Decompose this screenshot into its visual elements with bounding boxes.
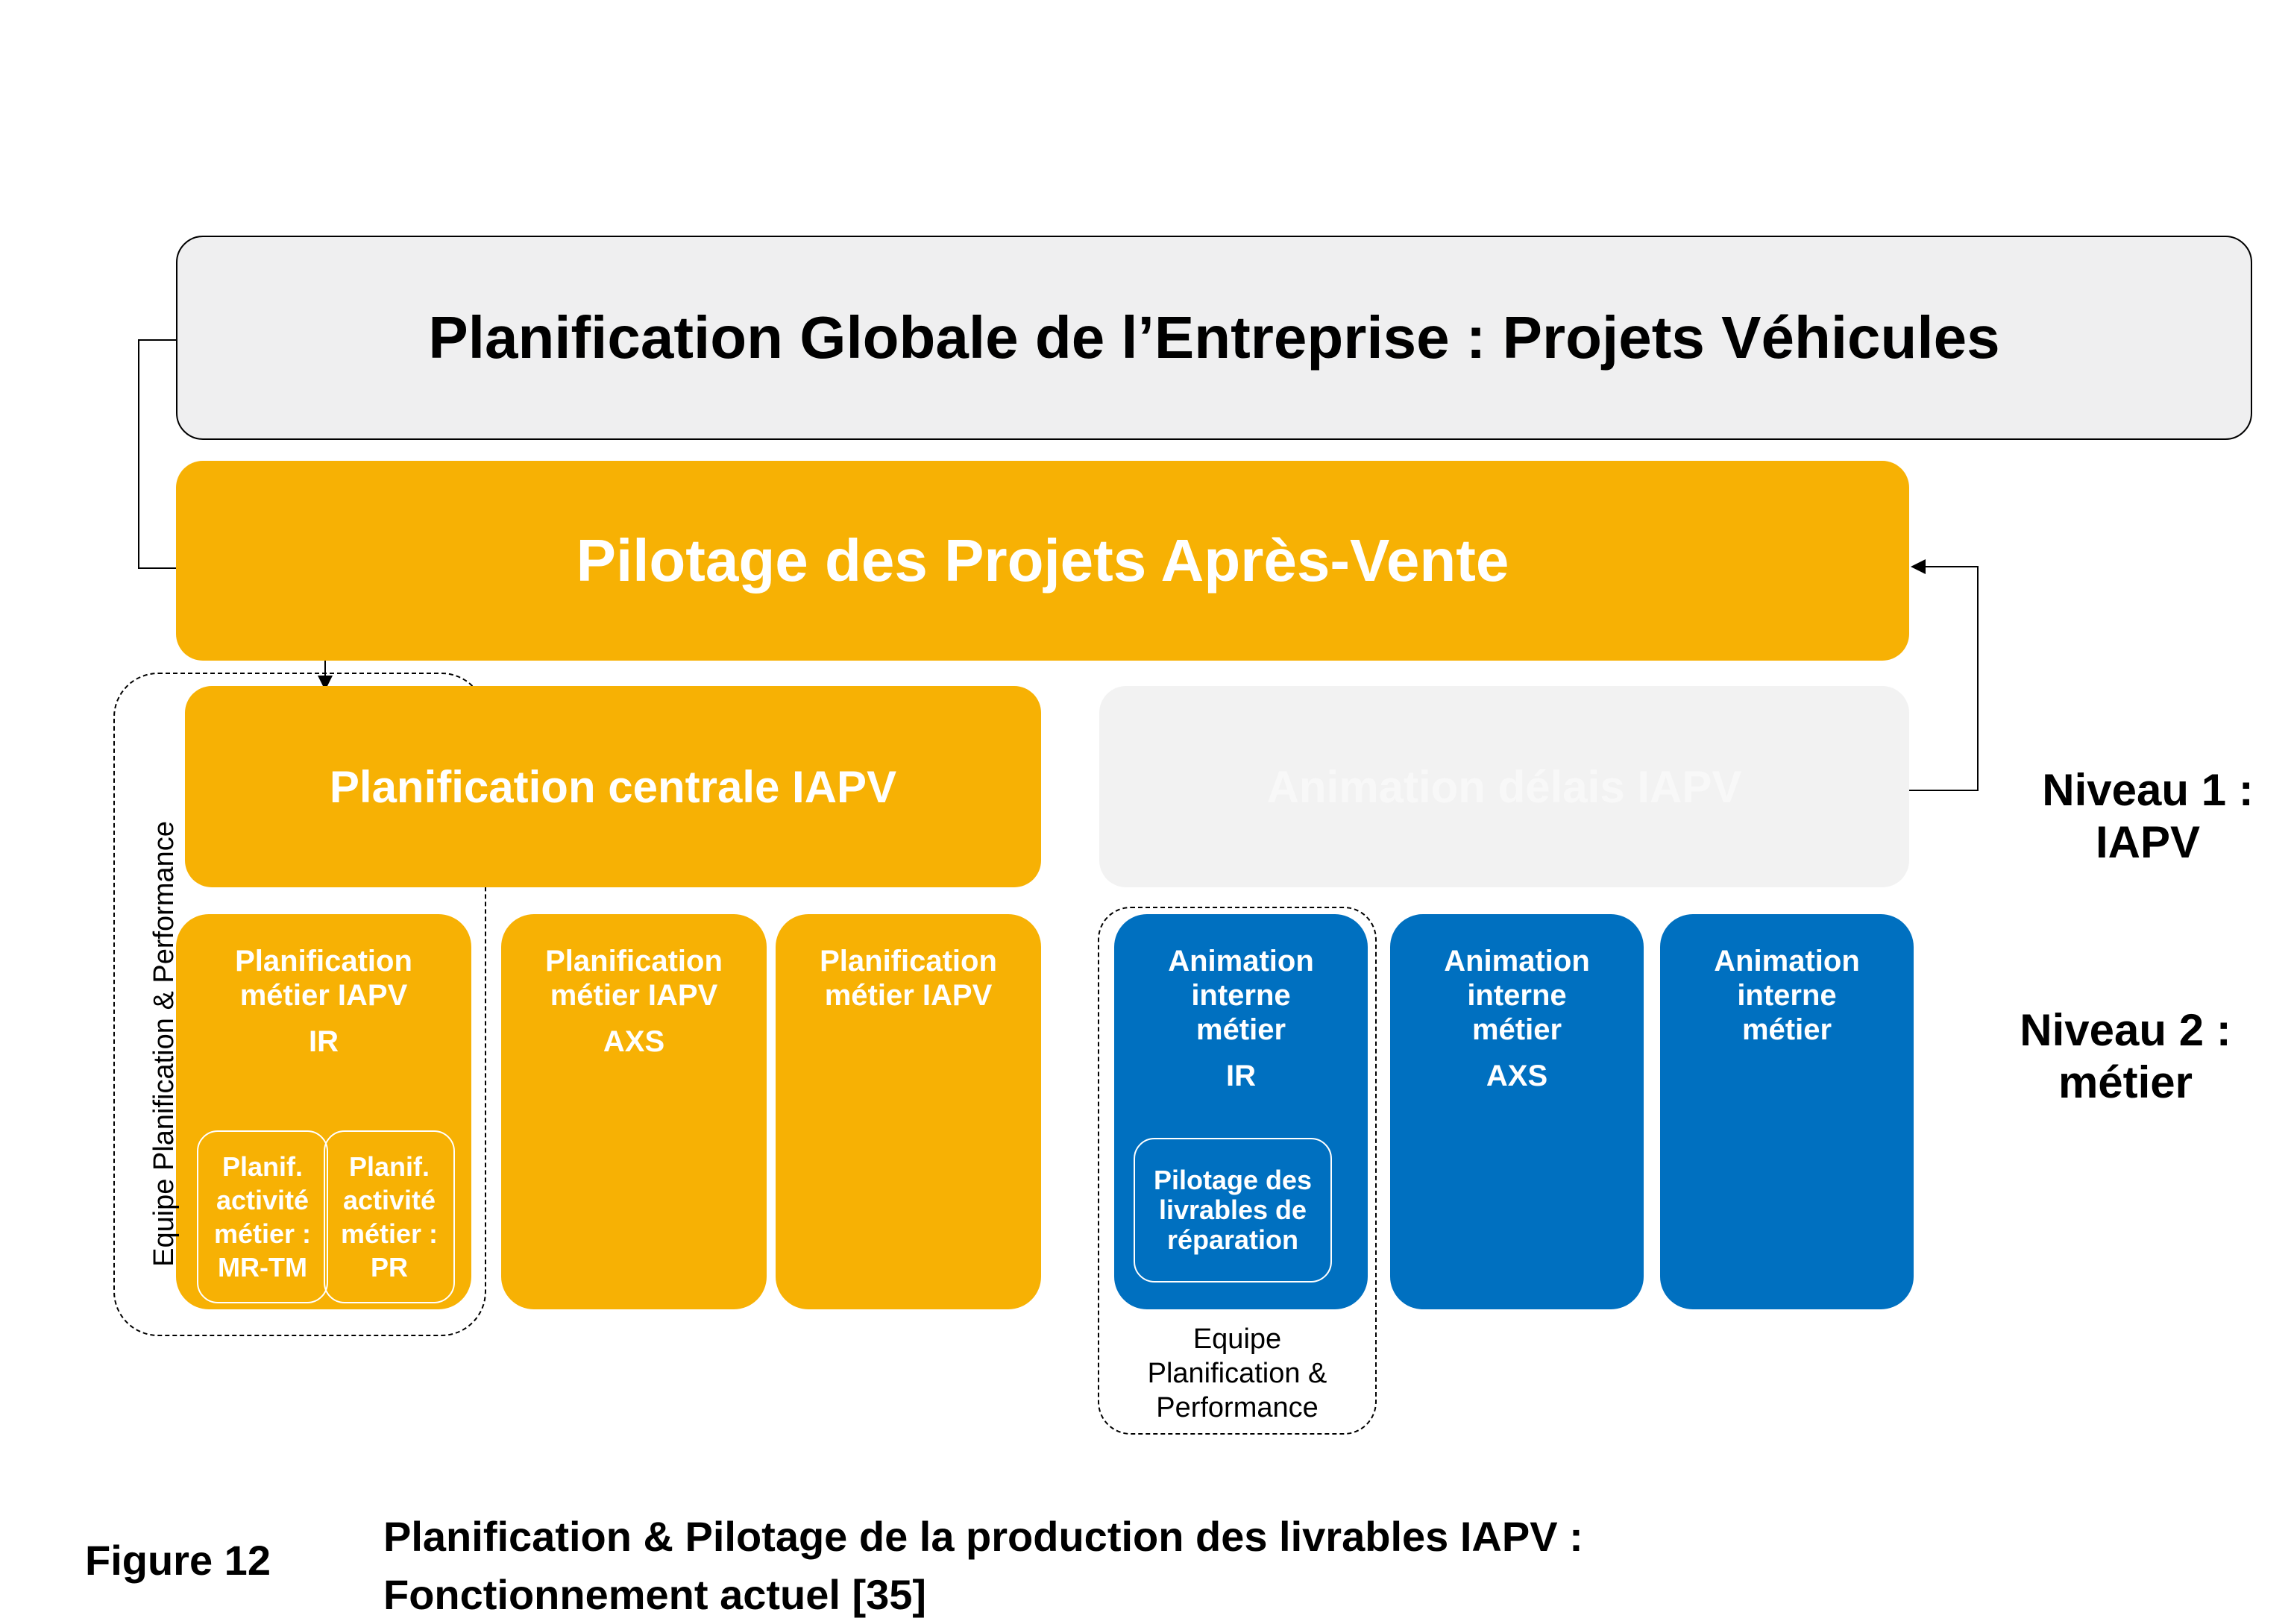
animation-card-sub: AXS bbox=[1486, 1060, 1548, 1092]
animation-card-title: Animation interne métier bbox=[1714, 945, 1860, 1046]
planning-card-sub: IR bbox=[309, 1025, 339, 1058]
level-1-text: Niveau 1 : IAPV bbox=[2042, 765, 2254, 867]
animation-delais-title: Animation délais IAPV bbox=[1266, 761, 1742, 812]
figure-label: Figure 12 bbox=[85, 1530, 309, 1590]
pilotage-livrables-box: Pilotage des livrables de réparation bbox=[1134, 1138, 1332, 1282]
animation-card-title: Animation interne métier bbox=[1168, 945, 1314, 1046]
animation-card-ir: Animation interne métier IR bbox=[1114, 914, 1368, 1309]
team-boundary-right bbox=[1098, 907, 1377, 1435]
planning-card-sub: AXS bbox=[603, 1025, 665, 1058]
planning-activity-text: Planif. activité métier : MR-TM bbox=[213, 1151, 312, 1282]
pilotage-livrables-text: Pilotage des livrables de réparation bbox=[1153, 1165, 1313, 1255]
team-label-left: Equipe Planification & Performance bbox=[119, 775, 209, 1312]
animation-card-3: Animation interne métier bbox=[1660, 914, 1914, 1309]
planning-activity-mrtm: Planif. activité métier : MR-TM bbox=[197, 1130, 328, 1303]
level-2-label: Niveau 2 : métier bbox=[1984, 1001, 2267, 1112]
figure-label-text: Figure 12 bbox=[85, 1536, 271, 1584]
level-2-text: Niveau 2 : métier bbox=[2020, 1005, 2231, 1107]
planning-card-title: Planification métier IAPV bbox=[820, 945, 997, 1012]
animation-card-sub: IR bbox=[1226, 1060, 1256, 1092]
level-1-label: Niveau 1 : IAPV bbox=[2006, 761, 2290, 872]
global-planning-banner: Planification Globale de l’Entreprise : … bbox=[176, 236, 2252, 440]
animation-delais-box: Animation délais IAPV bbox=[1099, 686, 1909, 887]
planning-card-title: Planification métier IAPV bbox=[235, 945, 412, 1012]
team-label-left-text: Equipe Planification & Performance bbox=[148, 821, 180, 1267]
banner-title: Planification Globale de l’Entreprise : … bbox=[428, 304, 2000, 371]
planning-card-title: Planification métier IAPV bbox=[545, 945, 723, 1012]
planning-activity-text: Planif. activité métier : PR bbox=[340, 1151, 439, 1282]
planification-centrale-title: Planification centrale IAPV bbox=[329, 761, 897, 812]
planning-card-3: Planification métier IAPV bbox=[776, 914, 1041, 1309]
planning-activity-pr: Planif. activité métier : PR bbox=[324, 1130, 455, 1303]
team-label-right: Equipe Planification & Performance bbox=[1098, 1314, 1377, 1433]
animation-card-axs: Animation interne métier AXS bbox=[1390, 914, 1644, 1309]
connector-animation-to-pilotage bbox=[1909, 559, 1979, 791]
team-boundary-left bbox=[113, 673, 486, 1336]
pilotage-box: Pilotage des Projets Après-Vente bbox=[176, 461, 1909, 661]
animation-card-title: Animation interne métier bbox=[1444, 945, 1590, 1046]
planning-card-axs: Planification métier IAPV AXS bbox=[501, 914, 767, 1309]
planification-centrale-box: Planification centrale IAPV bbox=[185, 686, 1041, 887]
pilotage-title: Pilotage des Projets Après-Vente bbox=[576, 527, 1509, 594]
figure-caption: Planification & Pilotage de la productio… bbox=[383, 1513, 1583, 1618]
team-label-right-text: Equipe Planification & Performance bbox=[1147, 1324, 1327, 1423]
